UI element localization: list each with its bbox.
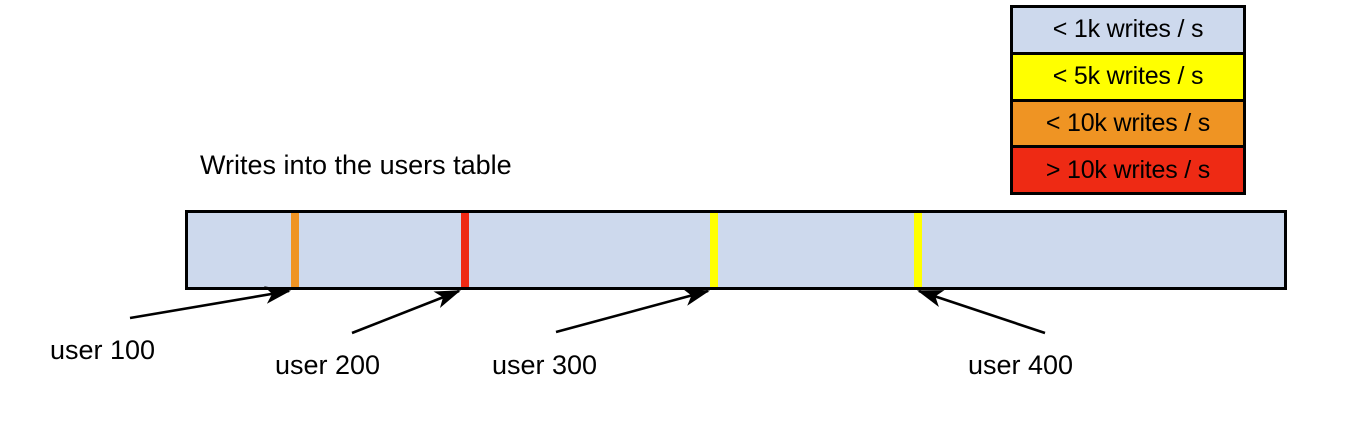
legend-row-under-1k: < 1k writes / s (1013, 8, 1243, 55)
label-user-200: user 200 (275, 350, 381, 380)
label-user-300: user 300 (492, 350, 598, 380)
legend-label-under-1k: < 1k writes / s (1052, 15, 1204, 44)
bar-marker-user-300 (710, 213, 718, 287)
label-user-400: user 400 (968, 350, 1074, 380)
legend-row-over-10k: > 10k writes / s (1013, 148, 1243, 192)
bar-marker-user-400 (914, 213, 922, 287)
chart-title: Writes into the users table (200, 150, 512, 180)
bar-marker-user-100 (291, 213, 299, 287)
legend-row-under-5k: < 5k writes / s (1013, 54, 1243, 102)
arrow-user-300 (555, 288, 711, 334)
legend-label-under-10k: < 10k writes / s (1045, 108, 1211, 137)
arrow-user-400 (917, 289, 1046, 335)
bar-fill (188, 213, 1284, 287)
arrow-user-200 (351, 289, 461, 335)
legend-row-under-10k: < 10k writes / s (1013, 101, 1243, 149)
partition-bar (185, 210, 1287, 290)
label-user-100: user 100 (50, 335, 156, 365)
legend-label-under-5k: < 5k writes / s (1052, 62, 1204, 91)
legend: < 1k writes / s < 5k writes / s < 10k wr… (1010, 5, 1246, 195)
arrow-user-100 (129, 286, 292, 320)
legend-label-over-10k: > 10k writes / s (1045, 155, 1211, 184)
bar-marker-user-200 (461, 213, 469, 287)
